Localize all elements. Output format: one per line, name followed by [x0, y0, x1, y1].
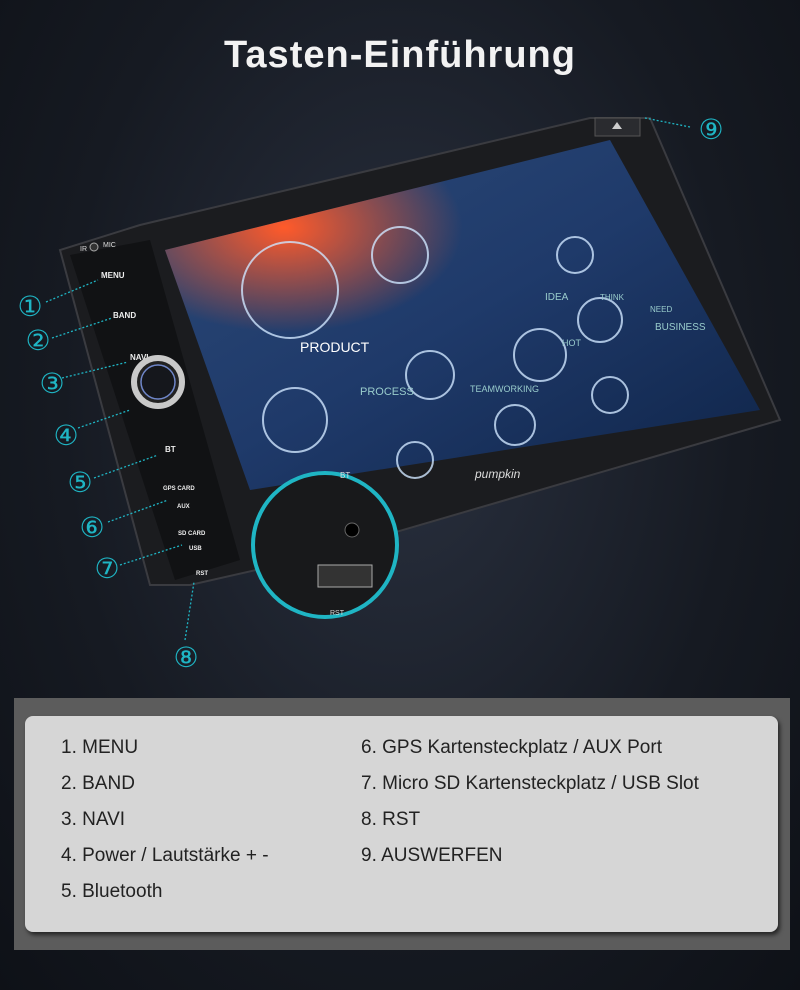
callout-6: ⑥ — [79, 511, 104, 544]
legend-item: 8. RST — [361, 809, 421, 830]
legend-item: 9. AUSWERFEN — [361, 845, 503, 866]
legend-item: 5. Bluetooth — [61, 881, 163, 902]
brand-logo: pumpkin — [474, 467, 521, 481]
legend-item: 6. GPS Kartensteckplatz / AUX Port — [361, 737, 662, 758]
svg-text:THINK: THINK — [600, 293, 625, 302]
svg-text:MIC: MIC — [103, 242, 116, 249]
callout-3: ③ — [39, 367, 64, 400]
usb-slot — [317, 564, 373, 588]
eject-icon — [612, 122, 622, 129]
svg-text:IR: IR — [80, 246, 87, 253]
legend-card: 1. MENU 2. BAND 3. NAVI 4. Power / Lauts… — [25, 716, 778, 932]
band-button: BAND — [113, 311, 136, 320]
legend-right-column: 6. GPS Kartensteckplatz / AUX Port 7. Mi… — [361, 736, 699, 880]
legend-left-column: 1. MENU 2. BAND 3. NAVI 4. Power / Lauts… — [61, 736, 269, 916]
car-stereo-illustration: PRODUCT PROCESS TEAMWORKING BUSINESS IDE… — [17, 113, 782, 674]
bt-button: BT — [165, 445, 176, 454]
callout-8: ⑧ — [173, 641, 198, 674]
callout-9: ⑨ — [698, 113, 723, 146]
callout-2: ② — [25, 324, 50, 357]
legend-item: 7. Micro SD Kartensteckplatz / USB Slot — [361, 773, 699, 794]
svg-text:NEED: NEED — [650, 305, 672, 314]
screen-word: PRODUCT — [300, 339, 370, 355]
legend-item: 1. MENU — [61, 737, 139, 758]
legend-item: 2. BAND — [61, 773, 135, 794]
svg-text:AUX: AUX — [177, 504, 190, 510]
callout-4: ④ — [53, 419, 78, 452]
menu-button: MENU — [101, 271, 125, 280]
svg-text:RST: RST — [330, 610, 345, 617]
aux-port — [344, 522, 360, 538]
svg-text:BT: BT — [340, 471, 350, 480]
svg-text:PROCESS: PROCESS — [360, 386, 414, 398]
svg-text:TEAMWORKING: TEAMWORKING — [470, 384, 539, 394]
legend-item: 4. Power / Lautstärke + - — [61, 845, 269, 866]
navi-button: NAVI — [130, 353, 149, 362]
svg-text:HOT: HOT — [562, 338, 582, 348]
svg-text:USB: USB — [189, 546, 202, 552]
callout-1: ① — [17, 290, 42, 323]
sd-card-button: SD CARD — [178, 531, 206, 537]
port-detail-inset — [251, 471, 399, 619]
legend-item: 3. NAVI — [61, 809, 126, 830]
ir-sensor — [89, 242, 99, 252]
gps-card-button: GPS CARD — [163, 486, 195, 492]
svg-text:IDEA: IDEA — [545, 292, 569, 303]
rst-button: RST — [196, 571, 208, 577]
callout-5: ⑤ — [67, 466, 92, 499]
svg-text:BUSINESS: BUSINESS — [655, 322, 706, 333]
page-title: Tasten-Einführung — [224, 34, 576, 76]
callout-7: ⑦ — [94, 552, 119, 585]
legend-panel: 1. MENU 2. BAND 3. NAVI 4. Power / Lauts… — [14, 698, 790, 950]
